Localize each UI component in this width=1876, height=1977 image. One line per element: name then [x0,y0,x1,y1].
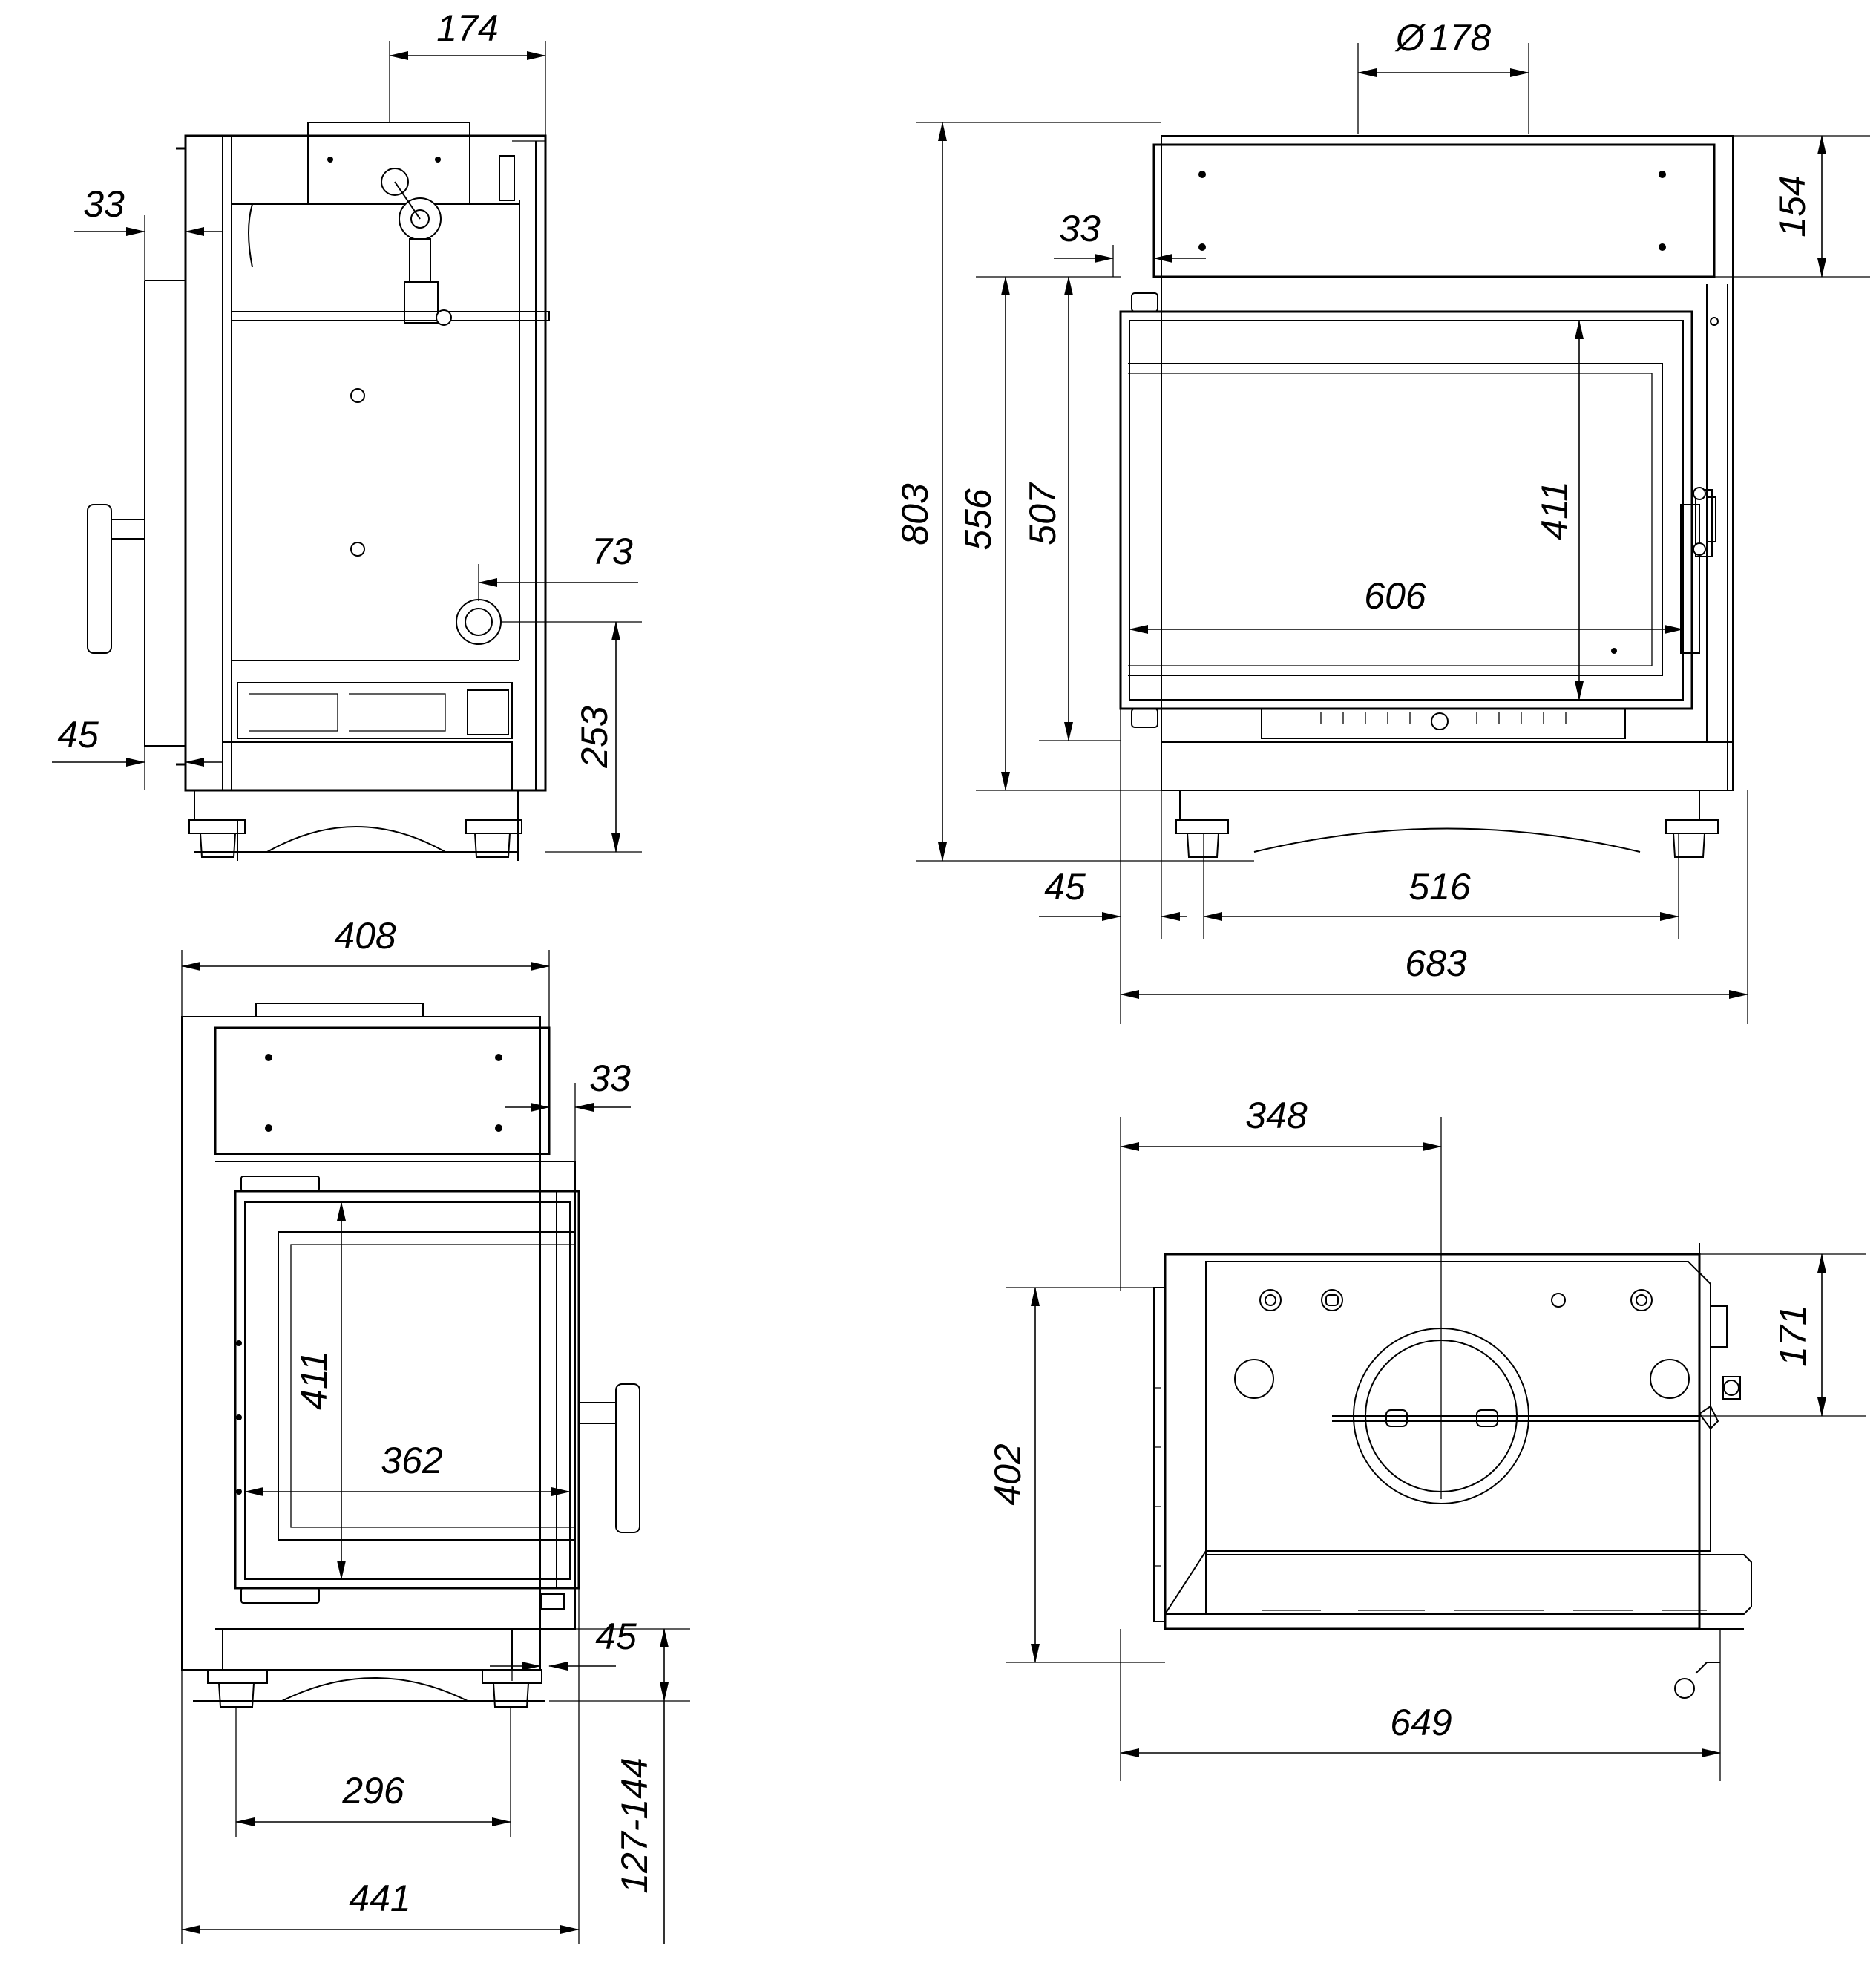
bolt-icon [265,1124,272,1132]
dim-front-feet-spacing: 516 [1408,866,1471,908]
dim-front-frame-offset: 33 [1059,208,1101,249]
end-view [181,1003,640,1708]
top-hole-large [1234,1359,1274,1399]
dim-front-total-height: 803 [894,483,936,545]
air-spigot [456,599,502,645]
top-hole [1551,1293,1566,1308]
door-handle-icon [87,504,145,654]
dim-front-total-width: 683 [1405,942,1467,984]
dim-side-frame-upper: 33 [83,183,125,225]
dim-front-top-height: 154 [1771,175,1813,237]
dim-end-body-width: 408 [334,915,396,957]
top-view [1153,1243,1752,1699]
end-door-frame [234,1190,580,1590]
dim-end-total-width: 441 [349,1878,410,1919]
top-hole [1259,1289,1282,1311]
end-view-dimensions: 408 33 411 362 45 296 441 127-144 [181,915,690,1944]
dim-end-feet-spacing: 296 [341,1770,404,1812]
bolt-icon [1198,243,1206,251]
dim-top-flue-depth: 171 [1772,1305,1814,1366]
side-view-dimensions: 174 33 45 73 253 [52,7,642,853]
dim-front-glass-width: 606 [1364,575,1426,617]
bolt-icon [495,1124,502,1132]
bolt-icon [1659,243,1666,251]
dim-top-flue-offset: 348 [1245,1095,1308,1136]
dim-front-glass-height: 411 [1534,481,1575,540]
dim-top-total-width: 649 [1390,1702,1452,1743]
front-top-box [1152,143,1716,278]
front-view [1119,135,1734,858]
bolt-icon [265,1054,272,1061]
end-handle-icon [578,1383,640,1533]
bolt-icon [495,1054,502,1061]
side-view [87,122,550,861]
dim-end-glass-width: 362 [381,1440,443,1481]
dim-end-frame-offset: 33 [589,1058,631,1099]
dim-top-total-depth: 402 [987,1443,1029,1506]
side-hole-lower [350,542,365,557]
dim-end-leg-height: 127-144 [614,1757,655,1894]
dim-side-spigot-offset: 73 [591,531,633,572]
dim-side-top-width: 174 [436,7,498,49]
dim-side-spigot-height: 253 [574,706,615,769]
top-hole-large [1650,1359,1690,1399]
bolt-icon [1198,171,1206,178]
side-hole-upper [350,388,365,403]
bolt-icon [1659,171,1666,178]
dim-end-glass-height: 411 [293,1351,335,1410]
dim-side-frame-lower: 45 [57,714,99,755]
end-top-box [214,1026,551,1155]
top-hole [1321,1289,1343,1311]
dim-front-opening-outer: 556 [957,488,999,551]
side-body-outline [184,134,547,792]
front-handle-icon [1680,487,1716,654]
top-view-dimensions: 348 171 402 649 [987,1095,1866,1781]
dim-front-opening-inner: 507 [1022,482,1063,545]
dim-end-base-offset: 45 [595,1616,637,1657]
dim-front-left-offset: 45 [1044,866,1086,908]
front-door-frame [1119,310,1693,710]
top-hole [1630,1289,1653,1311]
